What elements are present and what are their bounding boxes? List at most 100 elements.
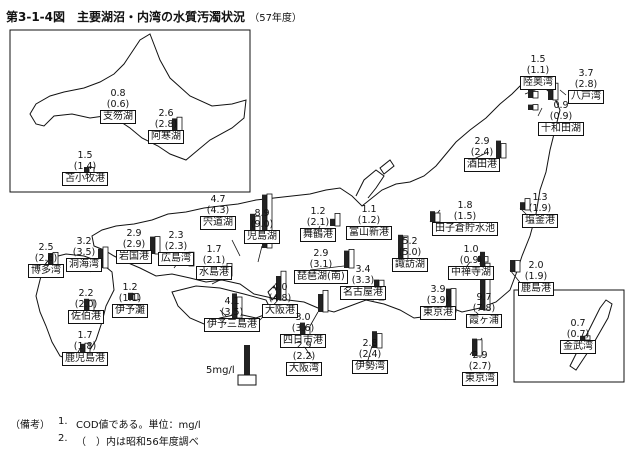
site-name: 支笏湖 bbox=[100, 110, 136, 124]
bar-57-陸奥湾 bbox=[528, 89, 533, 98]
value-56: (1.1) bbox=[118, 293, 142, 304]
value-57: 8.9 bbox=[254, 208, 270, 219]
site-name: 陸奥湾 bbox=[520, 76, 556, 90]
site-name: 伊予三島港 bbox=[204, 318, 260, 332]
site-label: 1.2(2.1)舞鶴港 bbox=[300, 206, 336, 242]
value-56: (3.5) bbox=[72, 247, 96, 258]
site-name: 岩国港 bbox=[116, 250, 152, 264]
value-56: (2.2) bbox=[292, 351, 316, 362]
value-56: (5.0) bbox=[398, 247, 422, 258]
value-57: 3.2 bbox=[76, 236, 92, 247]
site-label: 1.0(0.9)中禅寺湖 bbox=[448, 244, 494, 280]
bar-56-鹿島港 bbox=[514, 260, 521, 273]
value-57: 0.9 bbox=[553, 100, 569, 111]
value-56: (1.4) bbox=[73, 161, 97, 172]
value-57: 3.0 bbox=[295, 312, 311, 323]
site-name: 諏訪湖 bbox=[392, 258, 428, 272]
site-name: 苫小牧港 bbox=[62, 172, 108, 186]
site-name: 水島港 bbox=[196, 266, 232, 280]
value-56: (1.9) bbox=[528, 203, 552, 214]
site-name: 大阪港 bbox=[262, 304, 298, 318]
site-label: 3.2(3.5)洞海湾 bbox=[66, 236, 102, 272]
site-name: 金武湾 bbox=[560, 340, 596, 354]
value-56: (3.6) bbox=[291, 323, 315, 334]
site-label: 3.9(3.9)東京港 bbox=[420, 284, 456, 320]
value-57: 2.0 bbox=[528, 260, 544, 271]
site-name: 宍道湖 bbox=[200, 216, 236, 230]
site-label: 5.2(5.0)諏訪湖 bbox=[392, 236, 428, 272]
site-name: 霞ヶ浦 bbox=[466, 314, 502, 328]
site-name: 阿寒湖 bbox=[148, 130, 184, 144]
value-56: (0.7) bbox=[566, 329, 590, 340]
value-57: 1.5 bbox=[77, 150, 93, 161]
bar-56-酒田港 bbox=[500, 143, 507, 159]
site-name: 佐伯港 bbox=[68, 310, 104, 324]
bar-57-大阪港 bbox=[276, 276, 281, 300]
site-label: 9.7(7.8)霞ヶ浦 bbox=[466, 292, 502, 328]
notes-heading: （備考） bbox=[10, 420, 50, 431]
value-56: (2.9) bbox=[122, 239, 146, 250]
value-56: (1.2) bbox=[357, 215, 381, 226]
value-57: 4.0 bbox=[272, 282, 288, 293]
value-57: 2.9 bbox=[126, 228, 142, 239]
value-56: (3.9) bbox=[426, 295, 450, 306]
value-56: (3.3) bbox=[351, 275, 375, 286]
site-name: 児島湖 bbox=[244, 230, 280, 244]
site-name: 東京港 bbox=[420, 306, 456, 320]
bar-56-岩国港 bbox=[154, 236, 161, 255]
figure-title-text: 第3-1-4図 主要湖沼・内湾の水質汚濁状況 bbox=[6, 10, 246, 24]
site-name: 中禅寺湖 bbox=[448, 266, 494, 280]
site-name: 田子倉貯水池 bbox=[432, 222, 498, 236]
value-56: (4.3) bbox=[206, 205, 230, 216]
bar-57-伊勢湾 bbox=[372, 331, 377, 348]
figure-title: 第3-1-4図 主要湖沼・内湾の水質汚濁状況 （57年度） bbox=[6, 8, 302, 25]
bar-57-児島湖 bbox=[262, 194, 267, 248]
bar-57-琵琶湖(南) bbox=[344, 250, 349, 268]
bar-56-四日市港 bbox=[322, 289, 329, 313]
value-57: 2.8 bbox=[362, 338, 378, 349]
figure-subtitle: （57年度） bbox=[249, 13, 302, 24]
site-label: 1.2(1.1)伊予灘 bbox=[112, 282, 148, 318]
value-56: (0.9) bbox=[459, 255, 483, 266]
bar-57-岩国港 bbox=[150, 236, 155, 254]
value-57: 1.7 bbox=[206, 244, 222, 255]
site-label: 8.9(9.0)児島湖 bbox=[244, 208, 280, 244]
value-56: (1.9) bbox=[524, 271, 548, 282]
site-label: 3.7(2.8)八戸湾 bbox=[568, 68, 604, 104]
bar-56-大阪港 bbox=[280, 270, 287, 301]
site-label: 3.4(3.3)名古屋港 bbox=[340, 264, 386, 300]
hokkaido-inset-frame bbox=[9, 29, 251, 193]
bar-57-佐伯港 bbox=[84, 298, 89, 312]
bar-56-洞海湾 bbox=[102, 246, 109, 269]
honshu-outline bbox=[91, 83, 561, 319]
value-57: 2.5 bbox=[38, 242, 54, 253]
bar-56-金武湾 bbox=[584, 335, 591, 341]
site-name: 名古屋港 bbox=[340, 286, 386, 300]
value-57: 2.3 bbox=[168, 230, 184, 241]
bar-56-伊予灘 bbox=[132, 292, 139, 301]
scale-legend-bar bbox=[244, 345, 250, 375]
value-57: 1.8 bbox=[457, 200, 473, 211]
sado-island bbox=[379, 159, 395, 175]
value-57: 4.1 bbox=[224, 296, 240, 307]
value-57: 1.7 bbox=[77, 330, 93, 341]
value-57: 1.2 bbox=[310, 206, 326, 217]
value-56: (2.3) bbox=[164, 241, 188, 252]
site-name: 酒田港 bbox=[464, 158, 500, 172]
scale-legend bbox=[237, 345, 257, 386]
site-label: 4.1(3.5)伊予三島港 bbox=[204, 296, 260, 332]
okinawa-inset-frame bbox=[513, 289, 625, 383]
value-56: (2.8) bbox=[154, 119, 178, 130]
value-56: (4.8) bbox=[268, 293, 292, 304]
site-name: 十和田湖 bbox=[538, 122, 584, 136]
bar-57-宍道湖 bbox=[250, 213, 255, 242]
site-label: 1.5(1.4)苫小牧港 bbox=[62, 150, 108, 186]
site-label: 0.8(0.6)支笏湖 bbox=[100, 88, 136, 124]
value-57: 3.4 bbox=[355, 264, 371, 275]
value-57: 4.7 bbox=[210, 194, 226, 205]
okinawa-outline bbox=[569, 299, 613, 371]
bar-57-酒田港 bbox=[496, 140, 501, 158]
site-name: 大阪湾 bbox=[286, 362, 322, 376]
site-label: 2.2(2.0)佐伯港 bbox=[68, 288, 104, 324]
bar-57-伊予灘 bbox=[128, 292, 133, 300]
